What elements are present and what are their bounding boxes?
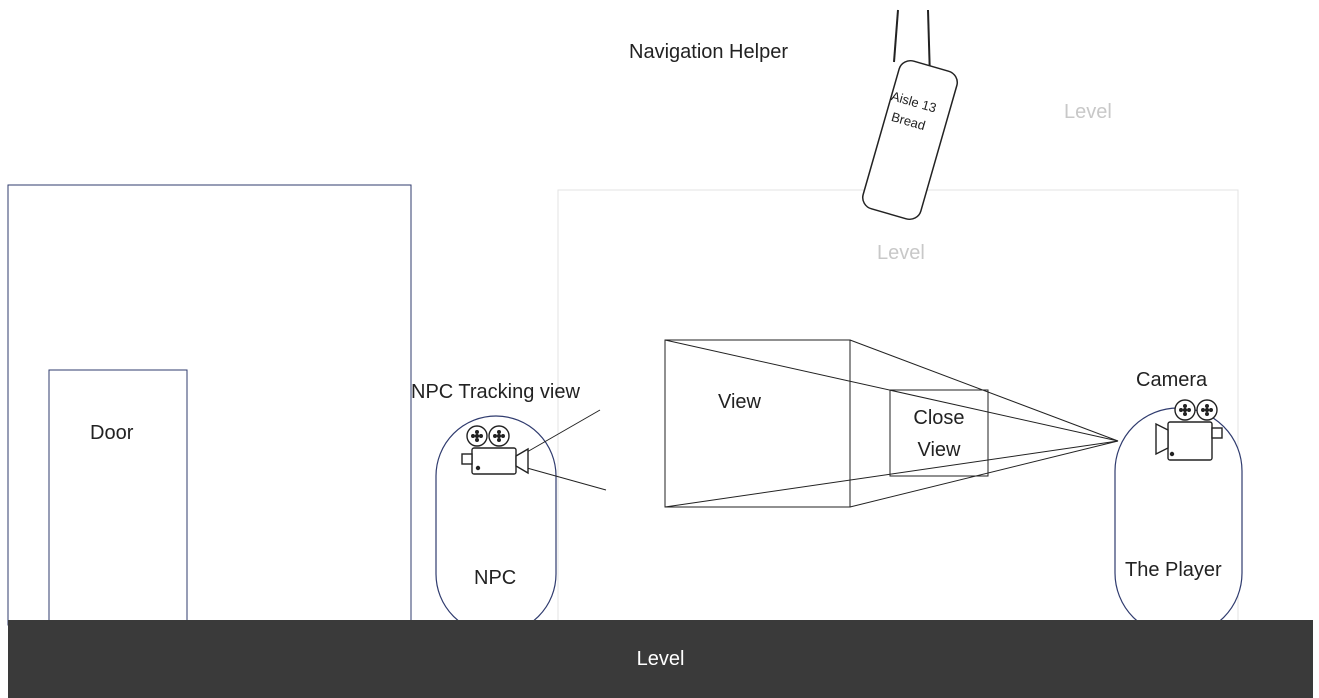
navigation-helper-label: Navigation Helper [629,41,788,63]
ground-level-label: Level [636,648,685,670]
sign-string-left [893,9,899,63]
close-view-box [889,389,989,477]
navigation-sign [861,9,959,220]
npc-tracking-lines [526,409,607,491]
player-camera-icon [1155,399,1223,461]
door-label: Door [90,422,134,444]
npc-tracking-view-label: NPC Tracking view [411,381,580,403]
door [48,369,188,626]
view-frustum [664,339,1119,508]
close-view-label-line2: View [917,439,961,461]
close-view-label: Close View [890,402,988,466]
npc-label: NPC [474,567,517,589]
sign-board [861,60,959,220]
view-label: View [718,391,761,413]
the-player-label: The Player [1125,559,1222,581]
level-label-top-right: Level [1064,101,1112,123]
npc-camera-icon [461,425,529,475]
close-view-label-line1: Close [913,407,965,429]
frustum-diag-bottom [664,440,1119,508]
ground-level-bar: Level [8,620,1313,698]
view-box [664,339,851,508]
level-label-inner: Level [877,242,925,264]
camera-label: Camera [1136,369,1208,391]
frustum-edge-bottom-back [849,440,1119,508]
